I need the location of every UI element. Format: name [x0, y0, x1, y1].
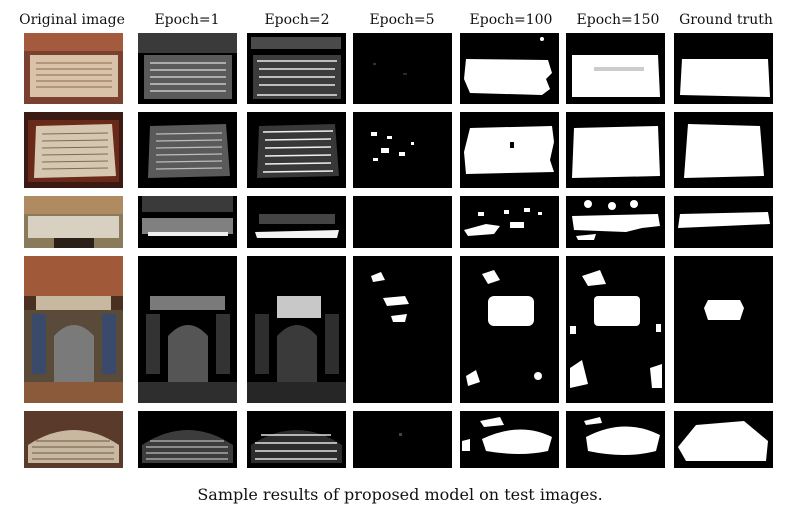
- epoch-5-row-1: [353, 33, 452, 104]
- epoch-100-row-2: [460, 112, 559, 188]
- epoch-2-row-1: [247, 33, 346, 104]
- ground-truth-row-3: [674, 196, 773, 248]
- column-title-original: Original image: [19, 12, 125, 28]
- epoch-1-row-5: [138, 411, 237, 468]
- column-title-epoch-5: Epoch=5: [369, 12, 435, 28]
- epoch-2-row-2: [247, 112, 346, 188]
- epoch-5-row-5: [353, 411, 452, 468]
- epoch-1-row-1: [138, 33, 237, 104]
- epoch-5-row-4: [353, 256, 452, 403]
- epoch-150-row-4: [566, 256, 665, 403]
- ground-truth-row-5: [674, 411, 773, 468]
- epoch-2-row-5: [247, 411, 346, 468]
- epoch-1-row-2: [138, 112, 237, 188]
- epoch-100-row-1: [460, 33, 559, 104]
- epoch-1-row-4: [138, 256, 237, 403]
- epoch-150-row-2: [566, 112, 665, 188]
- epoch-150-row-1: [566, 33, 665, 104]
- ground-truth-row-1: [674, 33, 773, 104]
- column-header-row: Original image Epoch=1 Epoch=2 Epoch=5 E…: [0, 12, 800, 32]
- original-image-row-2: [24, 112, 123, 188]
- original-image-row-4: [24, 256, 123, 403]
- original-image-row-1: [24, 33, 123, 104]
- ground-truth-row-2: [674, 112, 773, 188]
- column-title-ground-truth: Ground truth: [679, 12, 773, 28]
- epoch-100-row-4: [460, 256, 559, 403]
- epoch-150-row-3: [566, 196, 665, 248]
- column-title-epoch-2: Epoch=2: [264, 12, 330, 28]
- epoch-1-row-3: [138, 196, 237, 248]
- epoch-5-row-3: [353, 196, 452, 248]
- column-title-epoch-100: Epoch=100: [469, 12, 553, 28]
- figure-caption: Sample results of proposed model on test…: [197, 485, 603, 504]
- epoch-2-row-3: [247, 196, 346, 248]
- epoch-5-row-2: [353, 112, 452, 188]
- epoch-150-row-5: [566, 411, 665, 468]
- column-title-epoch-1: Epoch=1: [154, 12, 220, 28]
- column-title-epoch-150: Epoch=150: [576, 12, 660, 28]
- epoch-2-row-4: [247, 256, 346, 403]
- ground-truth-row-4: [674, 256, 773, 403]
- results-grid: [24, 33, 773, 468]
- epoch-100-row-5: [460, 411, 559, 468]
- original-image-row-5: [24, 411, 123, 468]
- epoch-100-row-3: [460, 196, 559, 248]
- original-image-row-3: [24, 196, 123, 248]
